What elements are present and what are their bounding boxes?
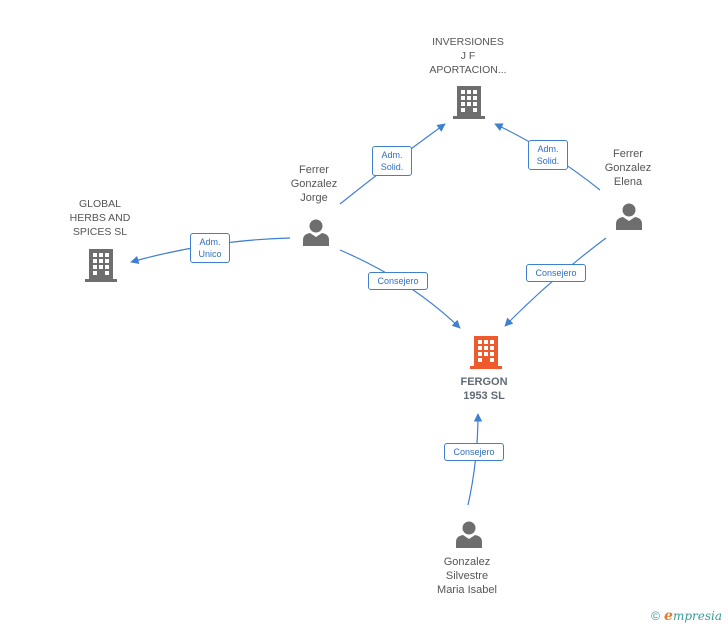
- edge-label-elena-fergon[interactable]: Consejero: [526, 264, 586, 282]
- person-icon[interactable]: [302, 218, 330, 246]
- brand-initial: e: [664, 608, 673, 624]
- edge-label-jorge-inversiones[interactable]: Adm. Solid.: [372, 146, 412, 176]
- edge-label-elena-inversiones[interactable]: Adm. Solid.: [528, 140, 568, 170]
- company-label-global-herbs[interactable]: GLOBAL HERBS AND SPICES SL: [69, 198, 131, 238]
- edge-label-jorge-global[interactable]: Adm. Unico: [190, 233, 230, 263]
- person-label-gonzalez-maria[interactable]: Gonzalez Silvestre Maria Isabel: [437, 556, 497, 596]
- person-icon[interactable]: [615, 202, 643, 230]
- edge-label-jorge-fergon[interactable]: Consejero: [368, 272, 428, 290]
- brand-name: mpresia: [672, 609, 722, 623]
- building-icon[interactable]: [470, 334, 502, 370]
- company-label-fergon[interactable]: FERGON 1953 SL: [460, 376, 508, 402]
- person-label-ferrer-jorge[interactable]: Ferrer Gonzalez Jorge: [290, 164, 338, 204]
- copyright-symbol: ©: [651, 609, 661, 623]
- brand-footer[interactable]: ©empresia: [651, 608, 722, 624]
- building-icon[interactable]: [453, 84, 485, 120]
- edge-label-maria-fergon[interactable]: Consejero: [444, 443, 504, 461]
- building-icon[interactable]: [85, 247, 117, 283]
- edge-elena-fergon: [504, 237, 607, 327]
- person-label-ferrer-elena[interactable]: Ferrer Gonzalez Elena: [604, 148, 652, 188]
- company-label-inversiones[interactable]: INVERSIONES J F APORTACION...: [429, 36, 507, 76]
- person-icon[interactable]: [455, 520, 483, 548]
